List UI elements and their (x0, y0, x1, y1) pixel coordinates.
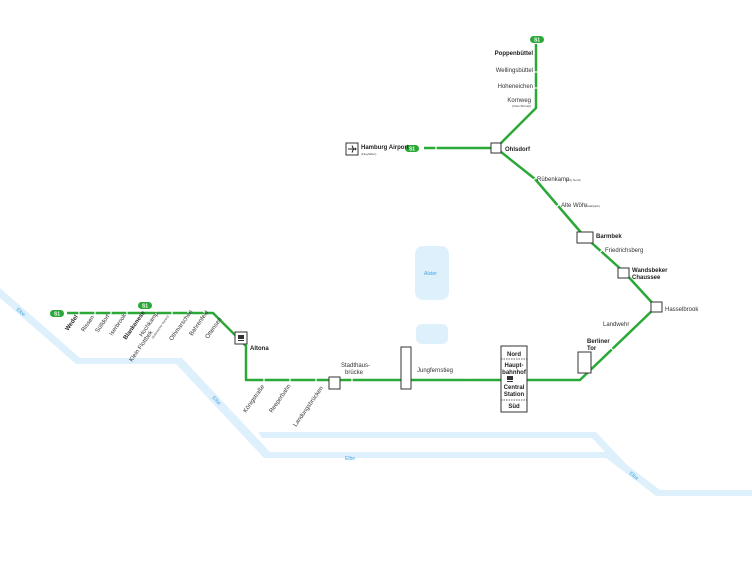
jungfernstieg-label[interactable]: Jungfernstieg (417, 368, 453, 374)
train-icon-hauptbahnhof (507, 376, 513, 382)
ohlsdorf-label[interactable]: Ohlsdorf (505, 147, 531, 153)
suelldorf-label[interactable]: Sülldorf (95, 314, 112, 334)
koenigstrasse-label[interactable]: Königstraße (243, 384, 267, 414)
barmbek-box[interactable] (576, 231, 594, 244)
airport-label[interactable]: Hamburg Airport (361, 145, 409, 151)
kornweg-sub-label: (Klein Borstel) (512, 104, 531, 108)
hauptbahnhof-box[interactable] (500, 345, 528, 413)
wandsbeker-box[interactable] (617, 267, 630, 279)
stop-ticks (78, 71, 615, 382)
s1-badge-top: S1 (530, 36, 544, 44)
s1-badge-blankenese: S1 (138, 302, 152, 310)
alster-lake (415, 246, 449, 300)
labels-centre: Nord Haupt- bahnhof Central Station Süd … (243, 346, 527, 428)
water-layer: Elbe Elbe Elbe Elbe Alster (0, 246, 752, 496)
elbe-label-4: Elbe (628, 471, 640, 482)
s1-badge-wedel-label: S1 (54, 312, 60, 318)
hasselbrook-label[interactable]: Hasselbrook (665, 307, 699, 313)
altona-label[interactable]: Altona (250, 346, 269, 352)
elbe-label-1: Elbe (15, 307, 27, 318)
wellingsbuettel-label[interactable]: Wellingsbüttel (496, 68, 533, 74)
berliner-tor-label-1[interactable]: Berliner (587, 339, 610, 345)
alte-woehr-sub-label: (Stadtpark) (585, 204, 600, 208)
jungfernstieg-box[interactable] (400, 346, 412, 390)
s1-badge-wedel: S1 (50, 310, 64, 318)
hbf-label-4[interactable]: Station (504, 392, 525, 398)
stadthausbruecke-label-2[interactable]: brücke (345, 370, 364, 376)
elbe-label-3: Elbe (345, 456, 355, 462)
hbf-nord-label: Nord (507, 352, 521, 358)
s1-badge-airport-label: S1 (409, 147, 415, 153)
kornweg-label[interactable]: Kornweg (507, 98, 531, 104)
barmbek-label[interactable]: Barmbek (596, 234, 622, 240)
landungsbruecken-label[interactable]: Landungsbrücken (293, 386, 325, 429)
stadthausbruecke-label-1[interactable]: Stadthaus- (341, 363, 370, 369)
landwehr-label[interactable]: Landwehr (603, 322, 629, 328)
poppenbuettel-label[interactable]: Poppenbüttel (495, 51, 534, 57)
wedel-label[interactable]: Wedel (65, 314, 80, 332)
hasselbrook-box[interactable] (650, 301, 663, 313)
ruebenkamp-label[interactable]: Rübenkamp (537, 177, 570, 183)
alster-label: Alster (424, 271, 437, 277)
train-icon-altona (238, 335, 244, 341)
hbf-sued-label: Süd (508, 404, 520, 410)
elbe-river (0, 288, 752, 496)
hbf-label-1[interactable]: Haupt- (505, 363, 524, 369)
ohlsdorf-box[interactable] (490, 142, 502, 154)
hoheneichen-label[interactable]: Hoheneichen (498, 84, 533, 90)
s1-badge-blankenese-label: S1 (142, 304, 148, 310)
airplane-icon (348, 145, 357, 153)
hauptbahnhof-dividers (501, 358, 527, 401)
berliner-tor-box[interactable] (577, 351, 592, 374)
ottensen-label[interactable]: Ottensen (205, 317, 224, 340)
berliner-tor-label-2[interactable]: Tor (587, 346, 597, 352)
station-boxes (234, 142, 663, 413)
labels-west: Wedel Rissen Sülldorf Iserbrook Blankene… (65, 309, 224, 363)
wandsbeker-label-2[interactable]: Chaussee (632, 275, 661, 281)
airport-sub-label: (Flughafen) (361, 152, 376, 156)
elbe-label-2: Elbe (211, 395, 222, 407)
reeperbahn-label[interactable]: Reeperbahn (269, 384, 293, 414)
alster-inner-lake (416, 324, 448, 344)
friedrichsberg-label[interactable]: Friedrichsberg (605, 248, 643, 254)
hbf-label-3[interactable]: Central (504, 385, 525, 391)
hbf-label-2[interactable]: bahnhof (502, 370, 527, 376)
stadthausbruecke-box[interactable] (328, 376, 341, 390)
alte-woehr-label[interactable]: Alte Wöhr (561, 203, 587, 209)
s1-badge-top-label: S1 (534, 38, 540, 44)
ruebenkamp-sub-label: (City Nord) (566, 178, 581, 182)
elbe-river-channel (258, 432, 628, 470)
wandsbeker-label-1[interactable]: Wandsbeker (632, 268, 668, 274)
s1-badge-airport: S1 (405, 145, 419, 153)
labels-north: Poppenbüttel Wellingsbüttel Hoheneichen … (361, 51, 699, 352)
